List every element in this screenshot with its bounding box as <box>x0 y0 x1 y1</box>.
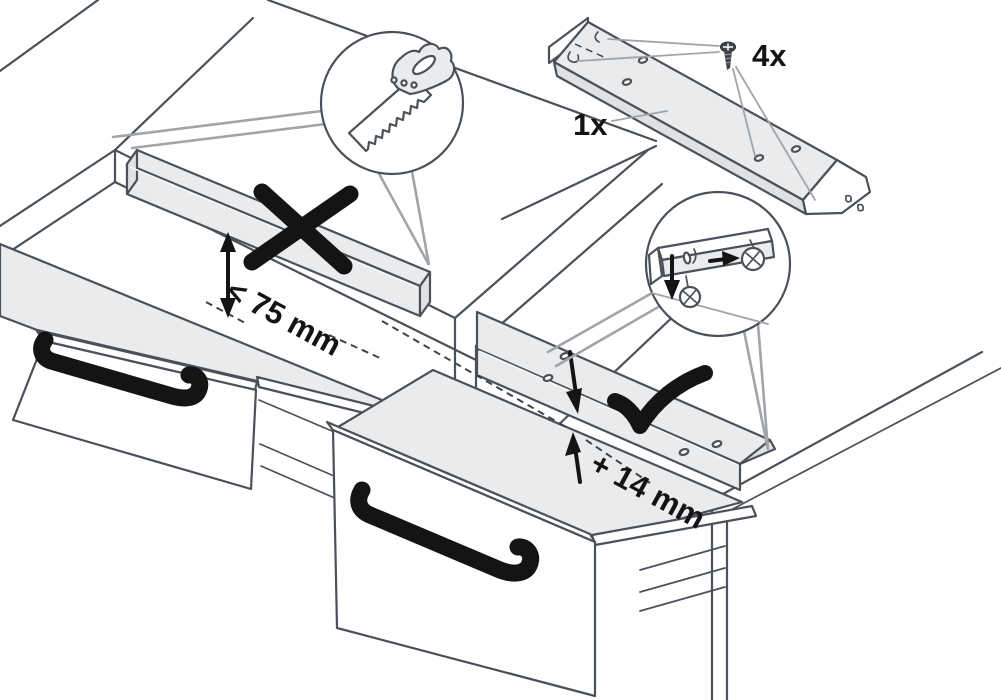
right-drawer <box>325 368 758 698</box>
bracket-magnifier <box>546 190 792 451</box>
screw-count-label: 4x <box>752 38 787 73</box>
screw-part: 1x 4x <box>573 38 816 201</box>
countersunk-screw-icon <box>720 41 736 70</box>
cross-mark-icon <box>243 183 359 275</box>
rail-count-label: 1x <box>573 107 608 142</box>
rail-part <box>547 16 872 216</box>
wooden-rail <box>125 148 432 318</box>
saw-magnifier <box>111 30 465 266</box>
down-arrow-icon <box>568 350 578 396</box>
check-mark-icon <box>607 365 713 434</box>
bracket-with-screws-icon <box>647 227 776 325</box>
handsaw-icon <box>347 42 456 153</box>
up-arrow-icon <box>574 452 582 484</box>
